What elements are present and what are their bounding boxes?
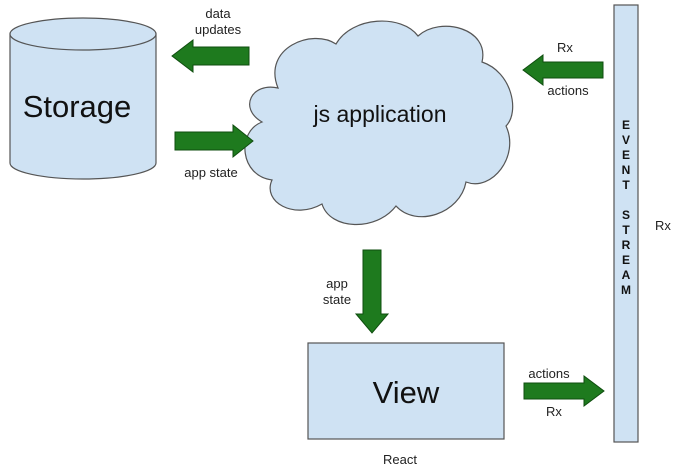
rx-actions-in-label-top: Rx (557, 40, 573, 55)
app-state-to-app-arrow (174, 123, 254, 159)
rx-actions-in-label-bottom: actions (547, 83, 589, 98)
data-updates-label-line1: data (205, 6, 231, 21)
event-stream-letter: E (621, 253, 630, 267)
data-updates-arrow (171, 38, 250, 74)
event-stream-letter: V (621, 133, 630, 147)
storage-title: Storage (22, 89, 132, 124)
rx-actions-in-arrow (522, 54, 604, 86)
event-stream-letter: T (622, 223, 630, 237)
app-state-view-label-line2: state (322, 292, 352, 307)
app-cloud (244, 20, 514, 226)
app-state-to-view-arrow (354, 249, 390, 334)
data-updates-label-line2: updates (194, 22, 242, 37)
event-stream-letter: S (621, 208, 630, 222)
event-stream-letter: E (621, 118, 630, 132)
view-actions-out-label-top: actions (528, 366, 570, 381)
app-state-storage-label: app state (184, 165, 238, 180)
event-stream-side-label: Rx (655, 218, 671, 233)
event-stream-letter: E (621, 148, 630, 162)
app-state-view-label-line1: app (326, 276, 348, 291)
view-actions-out-label-bottom: Rx (546, 404, 562, 419)
event-stream-bar (613, 4, 639, 443)
storage-cylinder (9, 17, 157, 180)
app-title: js application (313, 101, 447, 127)
event-stream-letter: N (621, 163, 631, 177)
view-actions-out-arrow (523, 375, 605, 407)
view-title: View (372, 375, 440, 410)
event-stream-letter: M (621, 283, 631, 297)
event-stream-letter: T (622, 178, 630, 192)
view-caption: React (383, 452, 417, 467)
event-stream-letter: A (621, 268, 631, 282)
view-box (307, 342, 505, 440)
event-stream-letter: R (621, 238, 631, 252)
